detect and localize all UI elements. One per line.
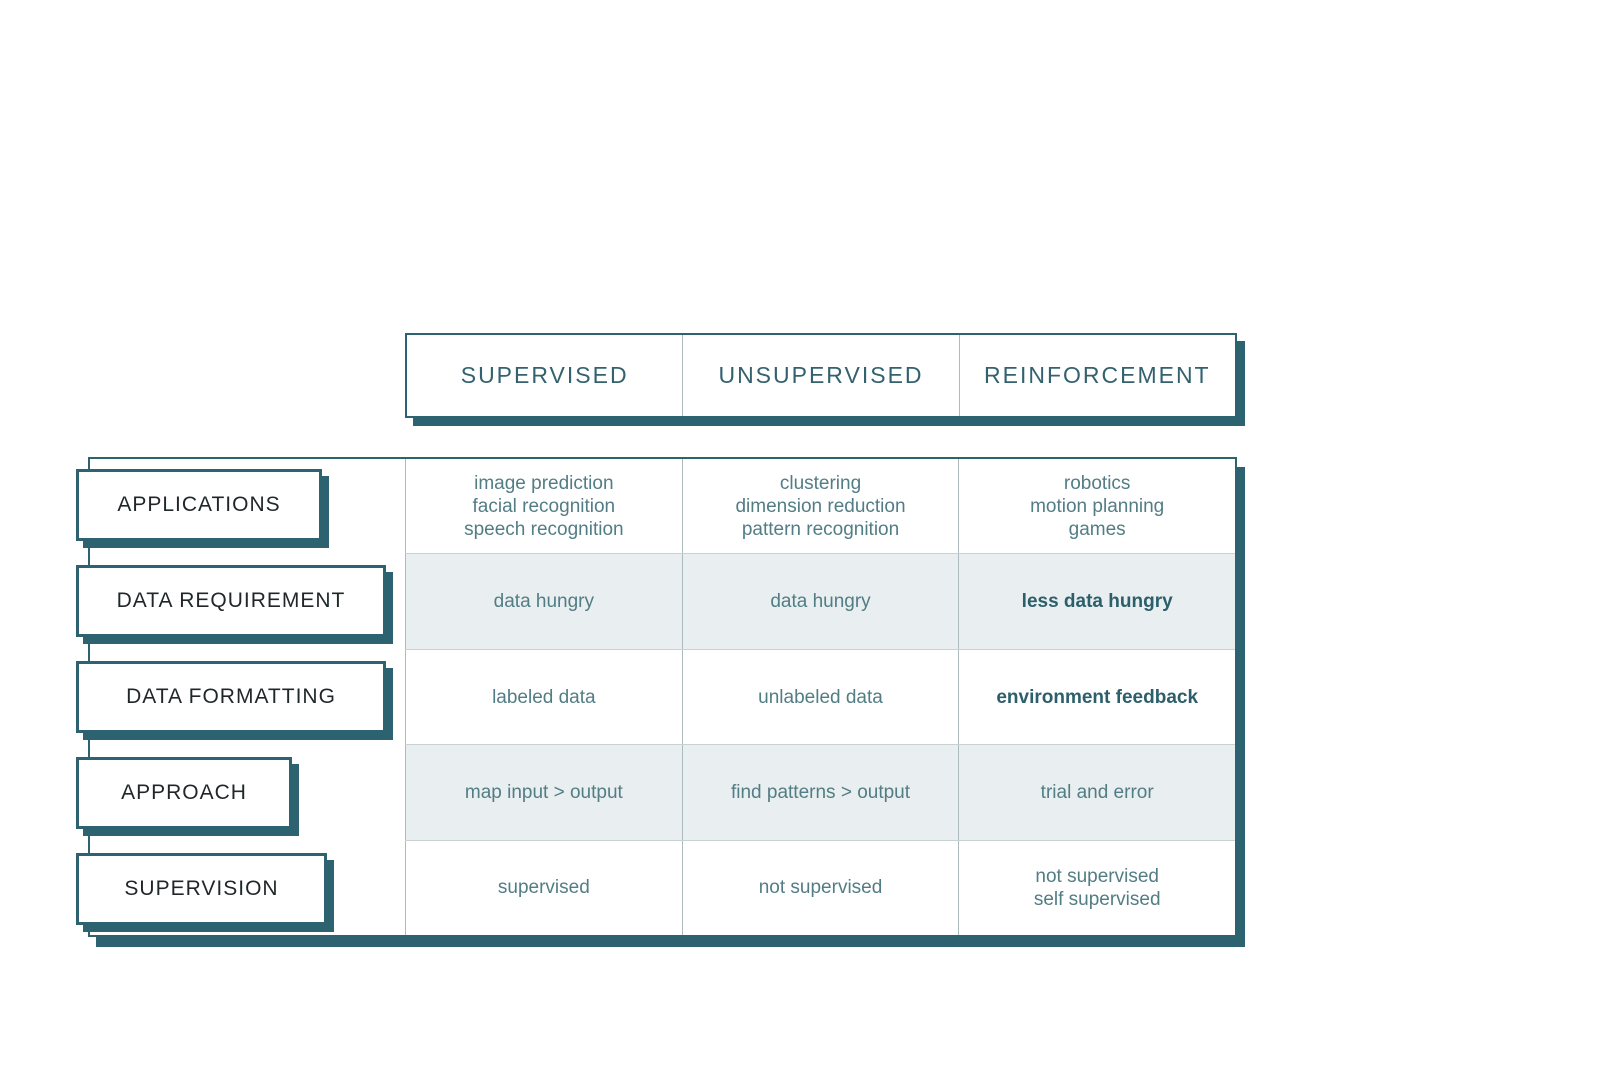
cell-approach-reinforcement: trial and error: [958, 745, 1235, 840]
cell-applications-supervised: image prediction facial recognition spee…: [405, 459, 682, 554]
cell-data-formatting-reinforcement: environment feedback: [958, 649, 1235, 745]
cell-line: clustering: [779, 472, 862, 494]
table-row-applications: image prediction facial recognition spee…: [405, 459, 1235, 554]
cell-data-requirement-reinforcement: less data hungry: [958, 554, 1235, 649]
cell-supervision-reinforcement: not supervised self supervised: [958, 840, 1235, 936]
column-header-label: SUPERVISED: [460, 362, 629, 388]
row-label-text: DATA REQUIREMENT: [116, 589, 346, 612]
cell-supervision-unsupervised: not supervised: [681, 840, 959, 936]
cell-line: trial and error: [1040, 781, 1154, 803]
table-row-data-requirement: data hungry data hungry less data hungry: [405, 553, 1235, 649]
cell-line: games: [1068, 518, 1126, 540]
cell-approach-unsupervised: find patterns > output: [681, 745, 959, 840]
table-row-approach: map input > output find patterns > outpu…: [405, 744, 1235, 840]
cell-line: not supervised: [758, 877, 883, 899]
cell-supervision-supervised: supervised: [405, 840, 682, 936]
cell-line: self supervised: [1033, 888, 1161, 910]
cell-line: environment feedback: [996, 686, 1199, 708]
cell-line: dimension reduction: [735, 495, 906, 517]
row-label-data-formatting: DATA FORMATTING: [76, 661, 386, 733]
cell-line: speech recognition: [464, 518, 624, 540]
cell-line: labeled data: [492, 686, 596, 708]
table-row-supervision: supervised not supervised not supervised…: [405, 839, 1235, 936]
cell-applications-unsupervised: clustering dimension reduction pattern r…: [681, 459, 959, 554]
row-label-text: APPLICATIONS: [117, 493, 281, 516]
cell-line: not supervised: [1035, 865, 1159, 887]
row-label-text: SUPERVISION: [124, 877, 279, 900]
table-row-data-formatting: labeled data unlabeled data environment …: [405, 648, 1235, 745]
row-label-approach: APPROACH: [76, 757, 292, 829]
row-label-data-requirement: DATA REQUIREMENT: [76, 565, 386, 637]
column-header-label: REINFORCEMENT: [984, 362, 1211, 388]
cell-line: data hungry: [493, 591, 595, 613]
column-header-reinforcement: REINFORCEMENT: [958, 335, 1235, 416]
cell-line: unlabeled data: [758, 686, 883, 708]
column-header-row: SUPERVISED UNSUPERVISED REINFORCEMENT: [405, 333, 1237, 418]
cell-line: supervised: [497, 877, 590, 899]
row-label-applications: APPLICATIONS: [76, 469, 322, 541]
cell-data-formatting-unsupervised: unlabeled data: [681, 649, 959, 745]
cell-line: map input > output: [464, 781, 623, 803]
cell-data-formatting-supervised: labeled data: [405, 649, 682, 745]
cell-line: facial recognition: [472, 495, 616, 517]
cell-line: less data hungry: [1021, 591, 1173, 613]
cell-approach-supervised: map input > output: [405, 745, 682, 840]
cell-line: pattern recognition: [741, 518, 900, 540]
row-label-supervision: SUPERVISION: [76, 853, 327, 925]
cell-line: robotics: [1063, 472, 1131, 494]
cell-data-requirement-supervised: data hungry: [405, 554, 682, 649]
column-header-label: UNSUPERVISED: [718, 362, 924, 388]
table-grid: image prediction facial recognition spee…: [405, 459, 1235, 936]
cell-line: data hungry: [770, 591, 871, 613]
cell-applications-reinforcement: robotics motion planning games: [958, 459, 1235, 554]
cell-line: find patterns > output: [730, 781, 911, 803]
cell-line: motion planning: [1030, 495, 1165, 517]
column-header-supervised: SUPERVISED: [407, 335, 682, 416]
row-label-text: DATA FORMATTING: [126, 685, 336, 708]
row-label-text: APPROACH: [121, 781, 247, 804]
cell-line: image prediction: [474, 472, 614, 494]
column-header-unsupervised: UNSUPERVISED: [682, 335, 958, 416]
cell-data-requirement-unsupervised: data hungry: [681, 554, 959, 649]
